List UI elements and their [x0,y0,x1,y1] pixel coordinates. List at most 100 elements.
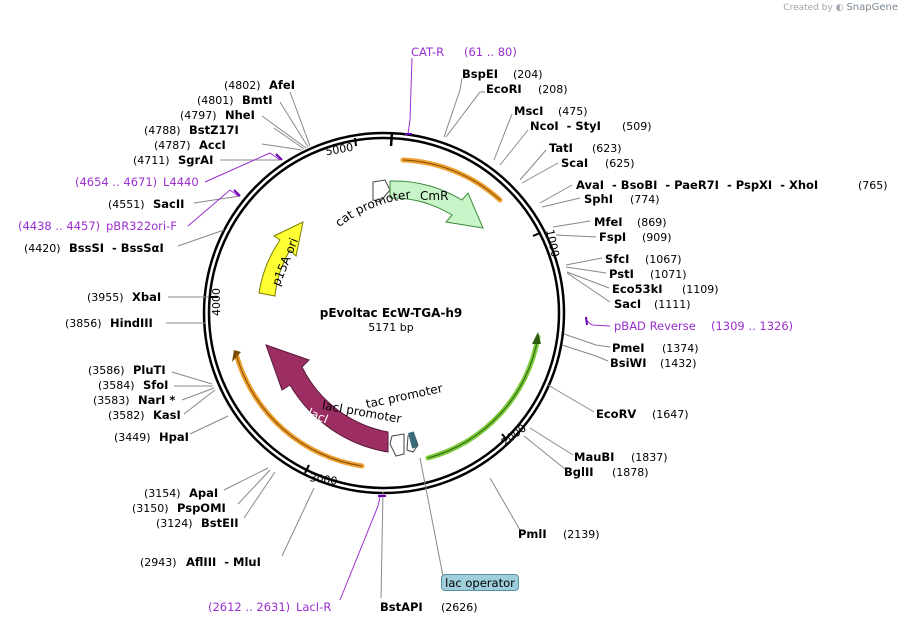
site-pmei-name: PmeI [612,341,645,355]
tac-promoter-label: tac promoter [364,381,443,411]
site-bsteii-leader [243,471,276,519]
site-apai[interactable]: (3154) ApaI [144,467,269,500]
site-bstz17i-name: BstZ17I [189,123,239,137]
site-maubi-name: MauBI [574,450,614,464]
site-bsiwi-leader [561,344,609,362]
site-sphi-name: SphI [584,192,613,206]
site-afliii[interactable]: (2943) AflIII - MluI [140,487,315,569]
site-sgrai-name: SgrAI [178,153,213,167]
site-ncoi[interactable]: NcoI - StyI (509) [499,119,652,166]
site-bsteii[interactable]: (3124) BstEII [156,471,276,530]
site-scai[interactable]: ScaI (625) [521,156,635,184]
site-sfci[interactable]: SfcI (1067) [565,252,682,266]
site-sphi[interactable]: SphI (774) [541,192,660,208]
site-sfoi-name: SfoI [143,378,168,392]
site-afei[interactable]: (4802) AfeI [224,78,311,147]
site-eco53ki-leader [566,271,610,289]
primer-laci-r-name: LacI-R [296,600,331,614]
laci-region-arrow [232,350,241,362]
site-fspi[interactable]: FspI (909) [555,230,672,244]
site-kasi-pos: (3582) [108,409,145,422]
tick-mark-1000 [532,232,541,237]
site-pspomi[interactable]: (3150) PspOMI [132,469,271,515]
site-ecorv[interactable]: EcoRV (1647) [547,384,689,421]
site-bsssi[interactable]: (4420) BssSI - BssSαI [24,229,225,255]
site-bstz17i-leader [273,127,305,150]
backbone-inner [207,136,561,490]
primer-laci-r-range: (2612 .. 2631) [208,600,290,614]
primer-cat-r[interactable]: CAT-R (61 .. 80) [405,45,517,135]
site-eco53ki[interactable]: Eco53kI (1109) [566,271,719,296]
site-xbai[interactable]: (3955) XbaI [87,290,208,304]
site-sacii[interactable]: (4551) SacII [108,195,241,211]
site-msci-leader [493,113,513,161]
site-kasi[interactable]: (3582) KasI [108,389,216,422]
site-bsiwi-name: BsiWI [610,356,647,370]
site-sfoi[interactable]: (3584) SfoI [98,378,213,392]
site-maubi[interactable]: MauBI (1837) [529,427,668,464]
site-pmli[interactable]: PmlI (2139) [489,477,600,541]
lac-operator-label[interactable]: lac operator [441,574,519,591]
site-bmti[interactable]: (4801) BmtI [197,93,309,148]
watermark-prefix: Created by [783,3,833,13]
site-pmei[interactable]: PmeI (1374) [563,333,699,355]
site-tati[interactable]: TatI (623) [519,141,622,181]
site-saci[interactable]: SacI (1111) [566,272,691,311]
snapgene-watermark: Created by ◐ SnapGene [783,2,898,13]
primer-l4440-range: (4654 .. 4671) [75,175,157,189]
site-pspomi-leader [237,469,271,505]
site-nari[interactable]: (3583) NarI * [93,387,215,407]
promoter-region-arrow [532,332,541,344]
site-hindiii[interactable]: (3856) HindIII [65,316,206,330]
site-msci[interactable]: MscI (475) [493,104,588,161]
primer-l4440[interactable]: (4654 .. 4671) L4440 [75,152,283,189]
site-hpai[interactable]: (3449) HpaI [114,415,229,444]
primer-pbad-reverse-range: (1309 .. 1326) [711,319,793,333]
site-pmli-leader [489,477,521,531]
site-mfei-leader [552,220,591,228]
site-eco53ki-pos: (1109) [682,283,719,296]
site-hindiii-name: HindIII [110,316,153,330]
site-acci[interactable]: (4787) AccI [154,138,303,152]
promoter-region-line [427,336,539,459]
site-kasi-name: KasI [153,408,181,422]
site-mfei[interactable]: MfeI (869) [552,215,667,229]
laci-region-line [236,356,363,467]
site-avai[interactable]: AvaI - BsoBI - PaeR7I - PspXI - XhoI (76… [539,178,888,204]
site-pluti[interactable]: (3586) PluTI [88,363,213,385]
site-bstapi[interactable]: BstAPI (2626) [380,491,478,614]
site-nari-name: NarI * [138,393,175,407]
site-nari-pos: (3583) [93,394,130,407]
site-apai-leader [223,467,269,491]
site-bsiwi[interactable]: BsiWI (1432) [561,344,697,370]
site-afei-pos: (4802) [224,79,261,92]
site-mfei-name: MfeI [594,215,623,229]
site-ecori[interactable]: EcoRI (208) [445,82,568,138]
site-bstz17i[interactable]: (4788) BstZ17I [144,123,305,150]
laci-arrow [265,344,389,453]
primer-pbr322ori-f[interactable]: (4438 .. 4457) pBR322ori-F [18,189,241,233]
site-sgrai[interactable]: (4711) SgrAI [133,153,280,167]
site-bspei-leader [443,77,463,138]
primer-l4440-name: L4440 [163,175,199,189]
site-psti[interactable]: PstI (1071) [565,266,687,281]
site-afei-leader [289,91,311,147]
primer-laci-r-leader [339,496,381,601]
site-bsiwi-pos: (1432) [660,357,697,370]
site-pmli-pos: (2139) [563,528,600,541]
site-nhei[interactable]: (4797) NheI [180,108,307,149]
site-bstapi-leader [380,491,384,599]
primer-pbad-reverse[interactable]: pBAD Reverse (1309 .. 1326) [585,316,793,333]
site-afliii-name: AflIII - MluI [186,555,261,569]
site-bmti-pos: (4801) [197,94,234,107]
site-bsteii-pos: (3124) [156,517,193,530]
primer-laci-r[interactable]: (2612 .. 2631) LacI-R [208,495,386,614]
site-bglii[interactable]: BglII (1878) [523,435,649,479]
lac-operator-leader [419,457,444,577]
origin-marker [389,132,394,147]
primer-pbr322ori-f-name: pBR322ori-F [106,219,177,233]
plasmid-size: 5171 bp [368,321,413,334]
cmr-arrow [389,180,484,229]
tick-mark-5000 [354,137,357,147]
site-bspei[interactable]: BspEI (204) [443,67,543,138]
